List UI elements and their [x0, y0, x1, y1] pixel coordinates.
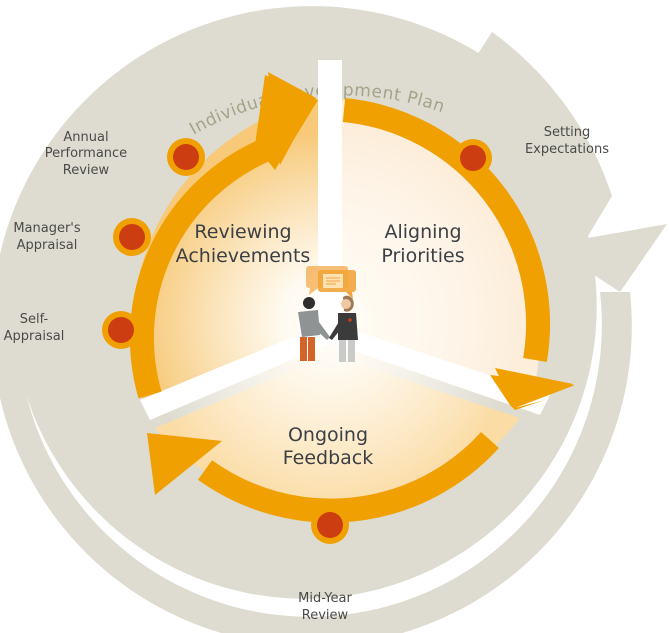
- arc-reviewing: [129, 139, 270, 399]
- label-setting-2: Expectations: [525, 142, 609, 157]
- label-midyear-2: Review: [302, 608, 349, 623]
- label-self-2: Appraisal: [4, 329, 65, 344]
- arc-aligning: [342, 98, 551, 363]
- dot-manager-appraisal[interactable]: [113, 218, 151, 256]
- orange-cycle: [129, 98, 551, 523]
- label-midyear-1: Mid-Year: [298, 591, 352, 606]
- label-annual-3: Review: [63, 163, 110, 178]
- segment-aligning-line2: Priorities: [381, 245, 464, 267]
- label-setting-1: Setting: [544, 125, 591, 140]
- milestone-dots: [102, 138, 492, 544]
- handshake-people-icon: [298, 295, 358, 362]
- chat-bubbles-icon: [306, 266, 356, 299]
- label-manager-2: Appraisal: [17, 238, 78, 253]
- arrowhead-reviewing-2: [268, 72, 316, 165]
- gray-arrowhead: [548, 224, 667, 292]
- segment-aligning-line1: Aligning: [384, 221, 461, 243]
- dot-setting-expectations[interactable]: [454, 139, 492, 177]
- arrowhead-feedback: [147, 433, 222, 495]
- label-annual-1: Annual: [63, 130, 108, 145]
- segment-feedback-line1: Ongoing: [288, 424, 368, 446]
- segment-reviewing-line2: Achievements: [176, 245, 311, 267]
- label-annual-2: Performance: [45, 146, 127, 161]
- label-self-1: Self-: [20, 312, 49, 327]
- segment-reviewing-line1: Reviewing: [194, 221, 291, 243]
- dot-self-appraisal[interactable]: [102, 311, 140, 349]
- arrowhead-aligning-2: [495, 368, 573, 407]
- arc-feedback: [197, 431, 499, 523]
- dot-mid-year-review[interactable]: [311, 506, 349, 544]
- segment-feedback-line2: Feedback: [283, 447, 373, 469]
- dot-annual-review[interactable]: [167, 138, 205, 176]
- label-manager-1: Manager's: [13, 221, 81, 236]
